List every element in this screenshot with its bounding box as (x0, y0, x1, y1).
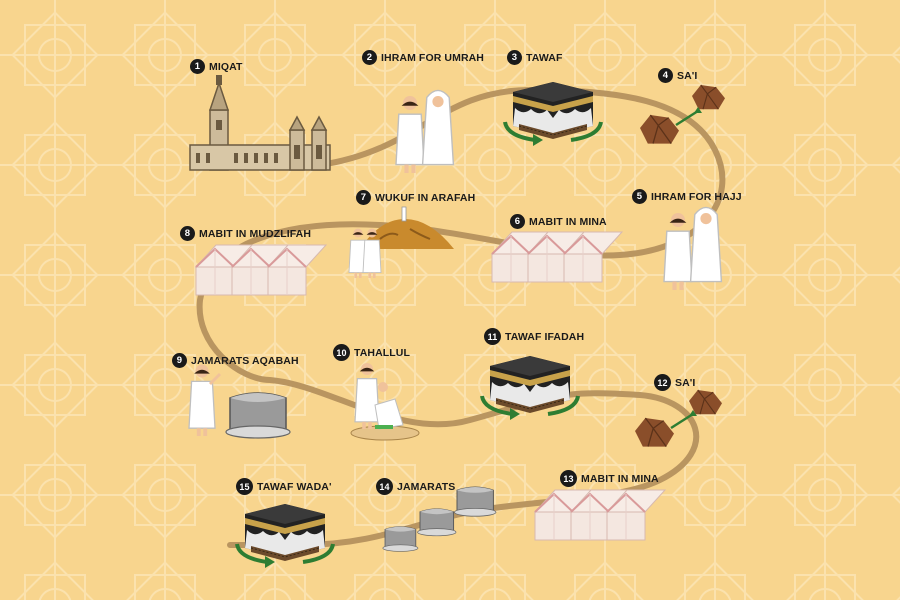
step-label-6: 6 MABIT IN MINA (510, 214, 607, 229)
journey-path (196, 86, 726, 548)
kaaba-icon (503, 81, 603, 148)
tents-icon (195, 244, 327, 296)
step-label-15: 15 TAWAF WADA' (236, 478, 332, 495)
hills-icon (634, 389, 723, 448)
step-label-1: 1 MIQAT (190, 59, 243, 74)
hills-icon (639, 84, 726, 145)
jamarat-pillar-icon (188, 363, 291, 439)
step-label-9: 9 JAMARATS AQABAH (172, 353, 299, 368)
kaaba-icon (480, 355, 580, 422)
step-label-11: 11 TAWAF IFADAH (484, 328, 584, 345)
step-label-4: 4 SA'I (658, 68, 697, 83)
step-label-3: 3 TAWAF (507, 50, 562, 65)
kaaba-icon (235, 503, 335, 570)
step-label-14: 14 JAMARATS (376, 478, 455, 495)
hair-cutting-icon (350, 362, 420, 441)
step-label-5: 5 IHRAM FOR HAJJ (632, 189, 742, 204)
step-label-13: 13 MABIT IN MINA (560, 470, 659, 487)
step-label-8: 8 MABIT IN MUDZLIFAH (180, 226, 311, 241)
mosque-icon (189, 75, 331, 171)
mount-arafah-icon (348, 206, 454, 279)
tents-icon (491, 231, 623, 283)
step-label-12: 12 SA'I (654, 374, 695, 391)
step-label-7: 7 WUKUF IN ARAFAH (356, 190, 475, 205)
step-label-2: 2 IHRAM FOR UMRAH (362, 50, 484, 65)
tents-icon (534, 489, 666, 541)
step-label-10: 10 TAHALLUL (333, 344, 410, 361)
